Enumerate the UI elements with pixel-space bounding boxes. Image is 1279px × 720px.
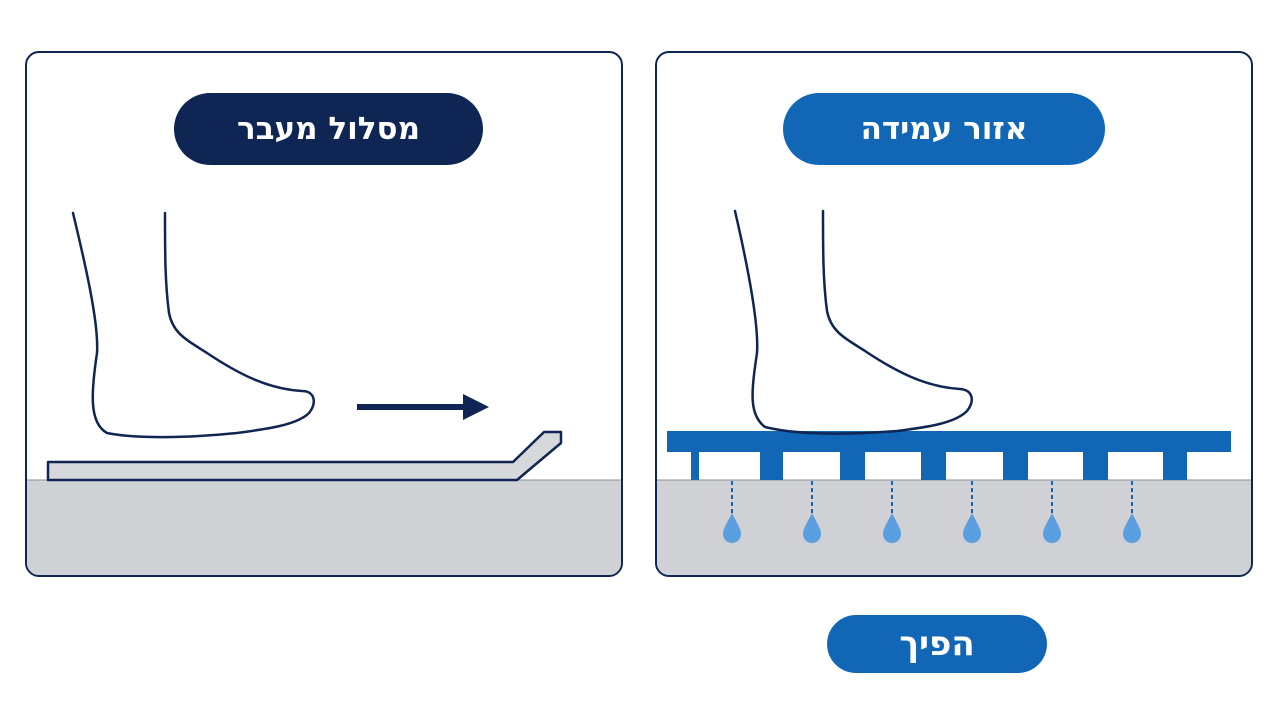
slotted-grate-icon [667,431,1231,480]
reversible-label: הפיך [827,615,1047,673]
flat-mat-icon [46,430,563,482]
standing-area-panel [655,51,1253,577]
floor-icon [27,480,621,575]
foot-outline-icon [733,209,973,435]
arrow-right-icon [357,394,489,420]
floor-icon [657,480,1251,575]
standing-area-label: אזור עמידה [783,93,1105,165]
walkway-label: מסלול מעבר [174,93,483,165]
water-drop-icon [723,481,1141,543]
standing-area-illustration [657,209,1251,575]
walkway-illustration [27,211,621,575]
foot-outline-icon [71,211,315,439]
